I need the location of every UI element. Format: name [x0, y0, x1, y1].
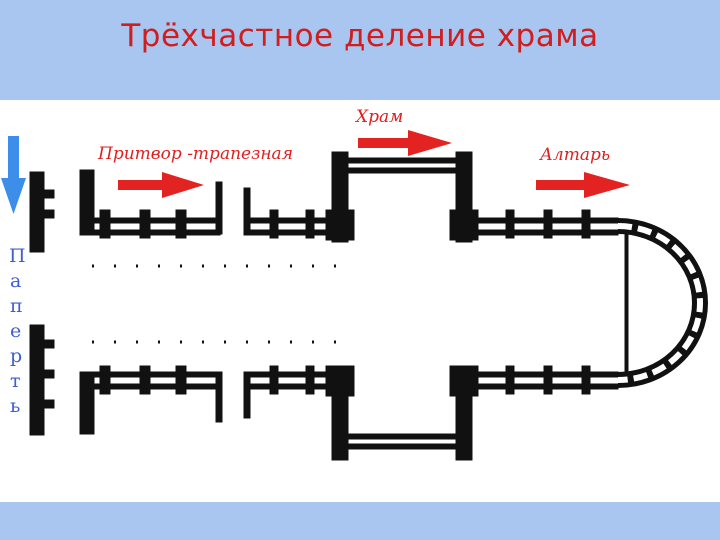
walls — [29, 151, 629, 461]
side-letter: п — [10, 295, 23, 317]
church-floor-plan: Притвор -трапезная Храм Алтарь П а п е р… — [1, 107, 708, 461]
page-title: Трёхчастное деление храма — [121, 18, 599, 54]
side-letter: е — [10, 320, 21, 342]
arrow-narthex — [118, 172, 204, 198]
side-arrow — [1, 136, 26, 214]
arrow-altar — [536, 172, 630, 198]
apse-wall — [617, 218, 708, 388]
label-narthex: Притвор -трапезная — [97, 144, 293, 164]
side-letter: р — [10, 345, 22, 367]
side-word: П а п е р т ь — [9, 245, 26, 417]
label-altar: Алтарь — [539, 145, 610, 165]
label-nave: Храм — [354, 107, 403, 127]
plan-board: Притвор -трапезная Храм Алтарь П а п е р… — [0, 100, 720, 502]
side-letter: а — [10, 270, 21, 292]
apse-inner — [617, 223, 703, 383]
side-letter: П — [9, 245, 26, 267]
side-letter: т — [10, 370, 21, 392]
side-letter: ь — [10, 395, 20, 417]
arrow-nave — [358, 130, 452, 156]
